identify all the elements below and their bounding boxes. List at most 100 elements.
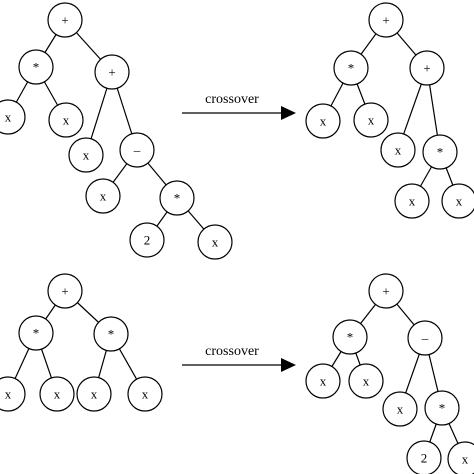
node-circle xyxy=(76,376,112,412)
node-circle xyxy=(333,50,369,86)
tree-top-left-node-a7: – xyxy=(119,132,155,168)
node-circle xyxy=(0,376,26,412)
tree-top-left-node-a8: x xyxy=(85,178,121,214)
tree-bottom-left-node-c3: * xyxy=(93,316,129,352)
tree-top-left-node-a2: * xyxy=(18,49,54,85)
tree-top-right-node-b6: x xyxy=(380,132,416,168)
node-label: * xyxy=(347,330,354,345)
node-circle xyxy=(47,273,83,309)
node-circle xyxy=(441,183,474,219)
arrow-top-head xyxy=(281,106,296,120)
node-label: x xyxy=(368,113,375,128)
node-circle xyxy=(407,320,443,356)
tree-bottom-right-node-d6: x xyxy=(382,391,418,427)
node-circle xyxy=(305,363,341,399)
node-circle xyxy=(406,440,442,474)
node-label: + xyxy=(382,284,389,299)
node-label: x xyxy=(212,235,219,250)
node-label: * xyxy=(439,401,446,416)
node-circle xyxy=(368,273,404,309)
node-label: x xyxy=(456,194,463,209)
tree-bottom-right-node-d5: x xyxy=(348,363,384,399)
node-label: * xyxy=(348,61,355,76)
node-circle xyxy=(48,102,84,138)
tree-bottom-right-node-d9: x xyxy=(447,441,474,474)
tree-bottom-left-node-c6: x xyxy=(76,376,112,412)
arrow-bottom-label: crossover xyxy=(205,344,259,359)
tree-bottom-left-node-c5: x xyxy=(39,376,75,412)
tree-top-right-node-b2: * xyxy=(333,50,369,86)
tree-bottom-right-node-d3: – xyxy=(407,320,443,356)
node-label: x xyxy=(54,387,61,402)
node-label: * xyxy=(33,326,40,341)
tree-top-left-node-a6: x xyxy=(68,137,104,173)
tree-top-right-node-b8: x xyxy=(394,183,430,219)
node-label: * xyxy=(174,191,181,206)
node-circle xyxy=(394,183,430,219)
node-label: x xyxy=(462,452,469,467)
node-circle xyxy=(94,54,130,90)
node-circle xyxy=(39,376,75,412)
node-label: x xyxy=(320,374,327,389)
node-label: – xyxy=(421,331,429,346)
node-label: – xyxy=(133,143,141,158)
arrow-bottom: crossover xyxy=(182,344,296,372)
tree-bottom-left-node-c4: x xyxy=(0,376,26,412)
tree-top-right-node-b9: x xyxy=(441,183,474,219)
tree-bottom-left-node-c2: * xyxy=(18,315,54,351)
tree-bottom-left-node-c7: x xyxy=(127,376,163,412)
tree-top-right-node-b1: + xyxy=(368,2,404,38)
node-circle xyxy=(197,224,233,260)
node-circle xyxy=(68,137,104,173)
node-label: * xyxy=(33,60,40,75)
node-circle xyxy=(47,2,83,38)
tree-top-left-node-a9: * xyxy=(159,180,195,216)
node-circle xyxy=(85,178,121,214)
node-label: x xyxy=(142,387,149,402)
node-label: x xyxy=(63,113,70,128)
tree-top-right-node-b3: + xyxy=(409,50,445,86)
tree-bottom-right-node-d7: * xyxy=(424,390,460,426)
node-circle xyxy=(18,49,54,85)
node-circle xyxy=(0,99,26,135)
node-label: x xyxy=(5,387,12,402)
node-label: x xyxy=(91,387,98,402)
node-circle xyxy=(93,316,129,352)
tree-top-left-node-a5: x xyxy=(48,102,84,138)
node-circle xyxy=(380,132,416,168)
node-circle xyxy=(424,390,460,426)
arrow-top-label: crossover xyxy=(205,92,259,107)
node-label: 2 xyxy=(144,233,151,248)
node-label: + xyxy=(382,13,389,28)
node-label: x xyxy=(409,194,416,209)
node-circle xyxy=(368,2,404,38)
tree-top-right-node-b4: x xyxy=(305,103,341,139)
tree-top-left-node-a1: + xyxy=(47,2,83,38)
node-label: x xyxy=(320,114,327,129)
tree-top-left-node-a4: x xyxy=(0,99,26,135)
tree-top-left-node-a11: x xyxy=(197,224,233,260)
tree-bottom-left-node-c1: + xyxy=(47,273,83,309)
node-circle xyxy=(382,391,418,427)
node-circle xyxy=(422,134,458,170)
node-circle xyxy=(119,132,155,168)
node-label: x xyxy=(5,110,12,125)
tree-bottom-right-node-d1: + xyxy=(368,273,404,309)
node-circle xyxy=(332,319,368,355)
tree-bottom-right-node-d4: x xyxy=(305,363,341,399)
node-label: + xyxy=(108,65,115,80)
tree-bottom-right-node-d2: * xyxy=(332,319,368,355)
arrow-top: crossover xyxy=(182,92,296,120)
node-label: + xyxy=(61,284,68,299)
tree-top-left-node-a3: + xyxy=(94,54,130,90)
node-label: x xyxy=(363,374,370,389)
node-label: 2 xyxy=(421,451,428,466)
tree-top-right-node-b7: * xyxy=(422,134,458,170)
node-circle xyxy=(348,363,384,399)
node-circle xyxy=(18,315,54,351)
tree-top-right-node-b5: x xyxy=(353,102,389,138)
tree-top-left-node-a10: 2 xyxy=(129,222,165,258)
node-circle xyxy=(127,376,163,412)
